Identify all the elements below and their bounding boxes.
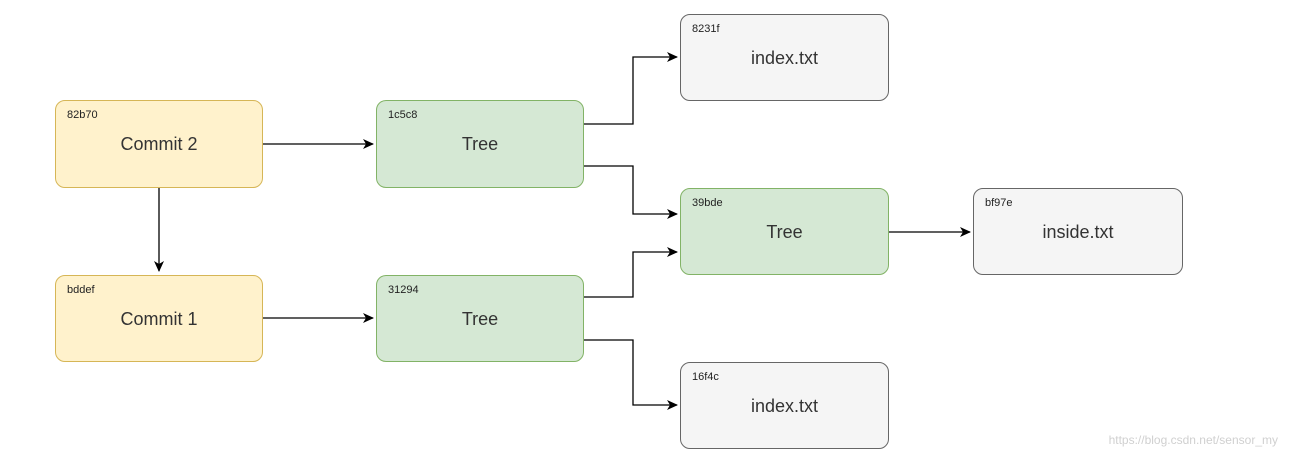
blob-16f4c-label: index.txt	[750, 396, 819, 416]
blob-bf97e-hash: bf97e	[985, 197, 1013, 209]
blob-node-bf97e[interactable]: bf97e inside.txt	[973, 188, 1183, 275]
tree-39bde-label: Tree	[766, 222, 803, 242]
blob-node-8231f[interactable]: 8231f index.txt	[680, 14, 889, 101]
commit-2-hash: 82b70	[67, 109, 98, 121]
edge-tree-31294-to-blob-16f4c	[584, 339, 678, 410]
watermark-text: https://blog.csdn.net/sensor_my	[1108, 433, 1278, 447]
tree-node-1c5c8[interactable]: 1c5c8 Tree	[376, 100, 584, 188]
blob-16f4c-hash: 16f4c	[692, 371, 719, 383]
blob-node-16f4c[interactable]: 16f4c index.txt	[680, 362, 889, 449]
tree-node-31294[interactable]: 31294 Tree	[376, 275, 584, 362]
blob-8231f-hash: 8231f	[692, 23, 720, 35]
tree-39bde-hash: 39bde	[692, 197, 723, 209]
tree-1c5c8-label: Tree	[461, 134, 499, 154]
commit-1-hash: bddef	[67, 284, 95, 296]
tree-1c5c8-hash: 1c5c8	[388, 109, 418, 121]
blob-8231f-label: index.txt	[750, 48, 819, 68]
tree-31294-hash: 31294	[388, 284, 419, 296]
tree-node-39bde[interactable]: 39bde Tree	[680, 188, 889, 275]
blob-bf97e-label: inside.txt	[1042, 222, 1114, 242]
commit-1-label: Commit 1	[120, 309, 198, 329]
commit-node-2[interactable]: 82b70 Commit 2	[55, 100, 263, 188]
edge-tree-1c5c8-to-tree-39bde	[584, 165, 678, 219]
commit-node-1[interactable]: bddef Commit 1	[55, 275, 263, 362]
commit-2-label: Commit 2	[120, 134, 198, 154]
tree-31294-label: Tree	[461, 309, 499, 329]
edge-tree-31294-to-tree-39bde	[584, 247, 678, 298]
edge-tree-1c5c8-to-blob-8231f	[584, 52, 678, 125]
